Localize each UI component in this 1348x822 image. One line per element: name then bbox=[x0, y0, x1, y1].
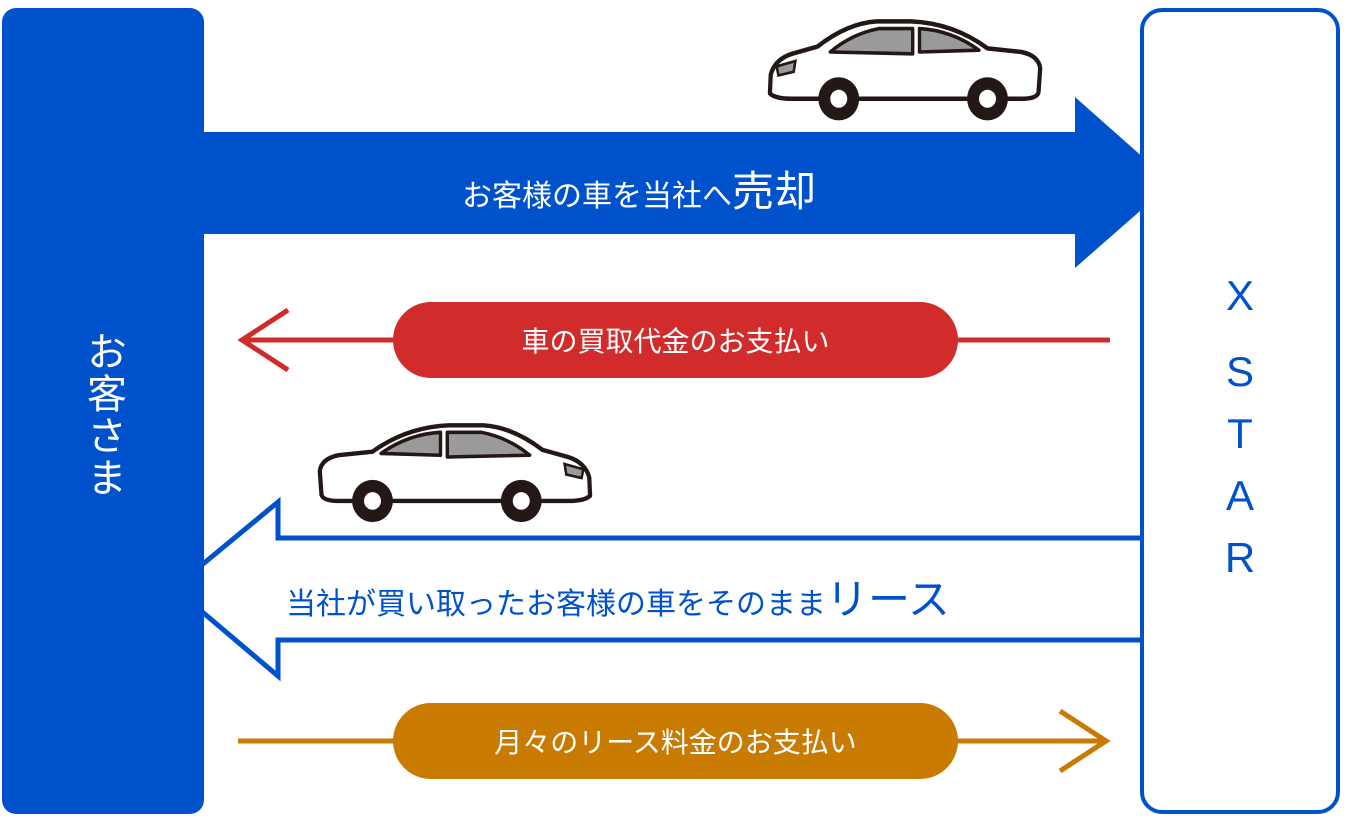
company-letter: R bbox=[1224, 534, 1256, 581]
payment-text: 車の買取代金のお支払い bbox=[521, 325, 830, 358]
company-panel bbox=[1140, 8, 1340, 814]
company-letter: T bbox=[1227, 410, 1253, 457]
fee-text: 月々のリース料金のお支払い bbox=[494, 726, 857, 759]
payment-arrowhead bbox=[237, 307, 290, 373]
customer-panel bbox=[2, 8, 204, 814]
fee-arrowhead bbox=[1058, 708, 1111, 774]
company-letter: A bbox=[1225, 472, 1254, 519]
lease-label: 当社が買い取ったお客様の車をそのままリース bbox=[280, 566, 1146, 624]
company-label: X S T A R bbox=[1140, 265, 1340, 589]
car-icon bbox=[770, 21, 1040, 120]
sell-label: お客様の車を当社へ売却 bbox=[204, 158, 1074, 216]
fee-pill: 月々のリース料金のお支払い bbox=[393, 703, 958, 779]
car-icon bbox=[320, 425, 590, 522]
company-letter: X bbox=[1225, 272, 1254, 319]
payment-pill: 車の買取代金のお支払い bbox=[393, 302, 958, 378]
company-letter: S bbox=[1225, 348, 1254, 395]
lease-text: 当社が買い取ったお客様の車をそのまま bbox=[286, 587, 826, 622]
lease-emphasis: リース bbox=[826, 575, 950, 624]
sell-text: お客様の車を当社へ bbox=[461, 179, 732, 214]
customer-label: お客さま bbox=[80, 331, 126, 499]
sell-emphasis: 売却 bbox=[731, 167, 816, 216]
sell-arrow bbox=[204, 97, 1172, 268]
